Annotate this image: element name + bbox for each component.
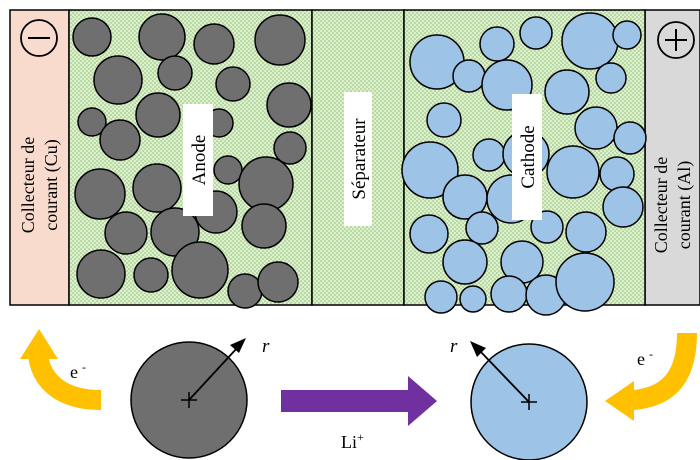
anode-particle bbox=[157, 55, 193, 91]
plus-terminal-icon bbox=[657, 21, 695, 59]
electron-arrow-right-icon bbox=[605, 332, 697, 421]
separator-label-box bbox=[344, 92, 372, 226]
cathode-particle bbox=[519, 16, 553, 50]
cathode-particle bbox=[544, 69, 590, 115]
collector-al bbox=[644, 9, 700, 306]
cathode-particle bbox=[574, 106, 618, 150]
anode-particle bbox=[215, 66, 251, 102]
anode-particle bbox=[135, 92, 181, 138]
radius-label-right: r bbox=[450, 336, 458, 357]
cathode-particle bbox=[595, 62, 627, 94]
cathode-particle bbox=[599, 156, 635, 192]
anode-particle bbox=[193, 23, 235, 65]
cathode-particle bbox=[555, 252, 615, 312]
electron-label-left: e- bbox=[70, 360, 86, 382]
cathode-particle bbox=[424, 280, 458, 314]
radius-label-left: r bbox=[262, 336, 270, 357]
anode-particles bbox=[72, 13, 312, 309]
cathode-particle bbox=[612, 20, 642, 50]
anode-particle bbox=[132, 163, 182, 213]
anode-particle bbox=[238, 156, 294, 212]
anode-particle bbox=[213, 155, 243, 185]
anode-particle bbox=[254, 14, 306, 66]
cathode-particle bbox=[490, 275, 528, 313]
separator-label: Séparateur bbox=[349, 118, 370, 200]
anode-particle bbox=[93, 55, 143, 105]
anode-particle bbox=[257, 261, 299, 303]
anode-particle bbox=[76, 249, 126, 299]
cathode-particle bbox=[561, 12, 619, 70]
anode-label: Anode bbox=[189, 135, 210, 186]
anode-particle bbox=[138, 13, 186, 61]
ion-arrow-icon bbox=[281, 376, 437, 426]
cathode-particle bbox=[465, 211, 499, 245]
collector-cu-label-line2: courant (Cu) bbox=[41, 139, 62, 230]
anode-particle bbox=[273, 131, 307, 165]
cathode-particle bbox=[409, 214, 449, 254]
minus-terminal-icon bbox=[20, 19, 58, 57]
cathode-particle bbox=[452, 59, 486, 93]
anode-particle bbox=[74, 168, 126, 220]
cathode-label-box bbox=[512, 94, 542, 220]
anode-single-particle bbox=[130, 338, 248, 459]
anode-particle bbox=[227, 273, 263, 309]
anode-particle bbox=[171, 241, 229, 299]
collector-cu bbox=[9, 9, 70, 306]
anode-particle bbox=[266, 82, 312, 128]
cathode-particle bbox=[442, 239, 488, 285]
electron-label-right: e- bbox=[637, 347, 653, 369]
anode-particle bbox=[241, 203, 287, 249]
collector-al-label-line2: courant (Al) bbox=[674, 161, 695, 249]
anode-label-box bbox=[183, 104, 213, 216]
cathode-particle bbox=[401, 141, 459, 199]
cathode-particle bbox=[565, 211, 607, 253]
electron-arrow-left-icon bbox=[20, 329, 102, 410]
anode-particle bbox=[77, 107, 107, 137]
cathode-particle bbox=[472, 138, 506, 172]
anode-particle bbox=[72, 17, 112, 57]
cathode-particle bbox=[602, 186, 644, 228]
cathode-single-particle bbox=[470, 341, 588, 460]
anode-particle bbox=[104, 211, 148, 255]
cathode-particle bbox=[426, 102, 462, 138]
ion-label: Li+ bbox=[341, 430, 364, 452]
cathode-particle bbox=[459, 285, 487, 313]
anode-particle bbox=[133, 257, 169, 293]
anode-particle bbox=[99, 119, 141, 161]
cathode-particle bbox=[546, 145, 600, 199]
cathode-label: Cathode bbox=[518, 125, 539, 188]
cathode-particle bbox=[479, 26, 515, 62]
collector-al-label-line1: Collecteur de bbox=[651, 157, 671, 253]
collector-cu-label-line1: Collecteur de bbox=[18, 137, 38, 233]
cathode-particle bbox=[613, 121, 647, 155]
